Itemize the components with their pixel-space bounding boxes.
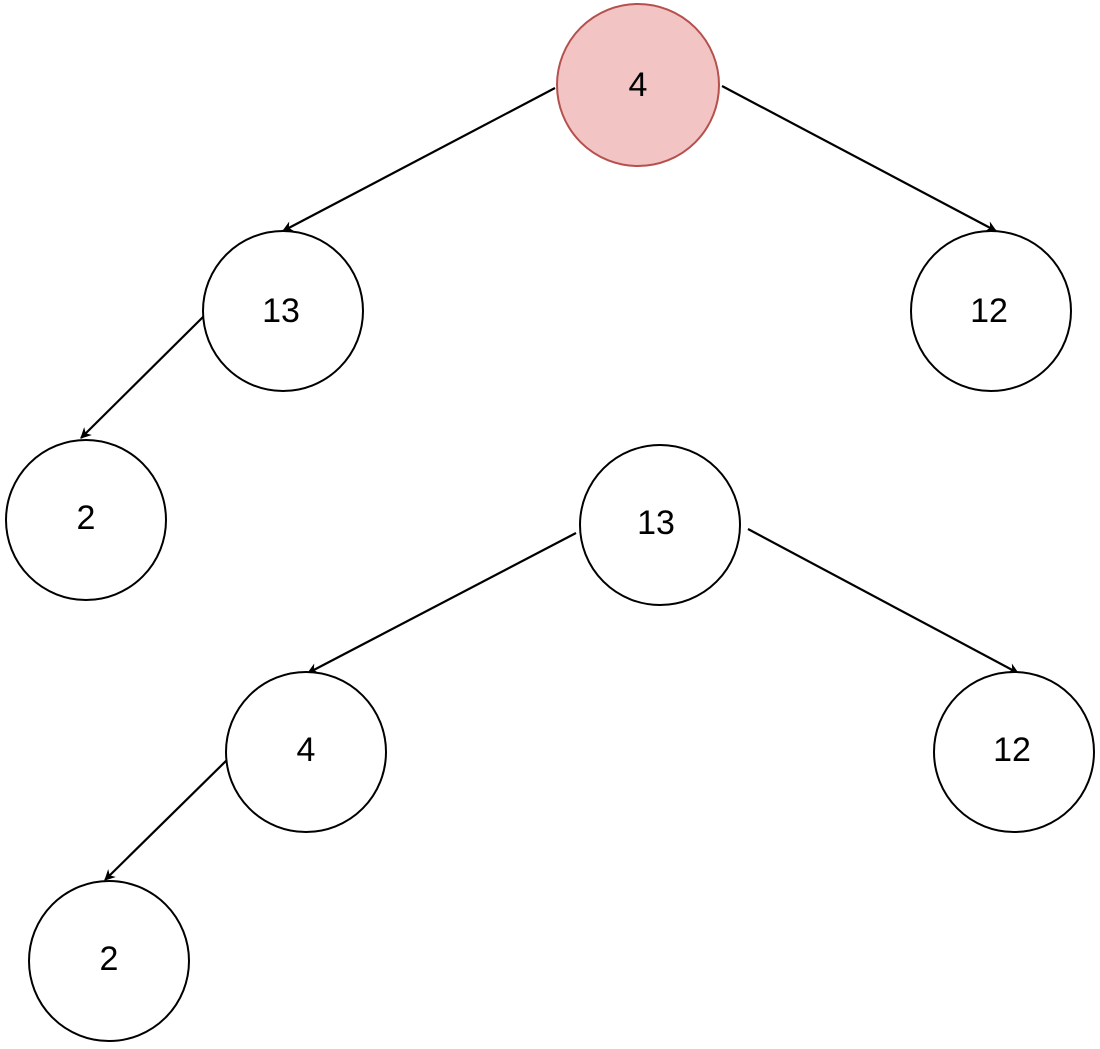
tree-node: 13 bbox=[202, 230, 364, 392]
tree-node: 12 bbox=[933, 671, 1095, 833]
tree-node: 4 bbox=[225, 671, 387, 833]
node-label: 4 bbox=[297, 731, 316, 769]
node-label: 12 bbox=[993, 731, 1031, 769]
node-circle bbox=[225, 671, 387, 833]
node-circle bbox=[202, 230, 364, 392]
edge-4-to-12 bbox=[721, 85, 997, 232]
node-label: 2 bbox=[100, 940, 119, 978]
node-circle bbox=[5, 439, 167, 601]
edge-13-to-4 bbox=[307, 532, 577, 674]
tree-after: 13 4 12 2 bbox=[28, 444, 1095, 1042]
tree-before: 4 13 12 2 bbox=[5, 3, 1072, 601]
node-circle bbox=[910, 230, 1072, 392]
node-label: 2 bbox=[77, 499, 96, 537]
node-label: 13 bbox=[262, 292, 300, 330]
edge-13-to-12 bbox=[747, 528, 1019, 674]
node-label: 12 bbox=[970, 292, 1008, 330]
node-circle bbox=[579, 444, 741, 606]
tree-node: 2 bbox=[5, 439, 167, 601]
tree-node: 4 bbox=[556, 3, 720, 167]
edge-13-to-2 bbox=[80, 315, 205, 439]
node-circle bbox=[28, 880, 190, 1042]
node-label: 4 bbox=[629, 66, 648, 104]
node-circle bbox=[933, 671, 1095, 833]
tree-node: 13 bbox=[579, 444, 741, 606]
highlighted-node-circle bbox=[556, 3, 720, 167]
tree-node: 12 bbox=[910, 230, 1072, 392]
tree-node: 2 bbox=[28, 880, 190, 1042]
edge-4-to-2 bbox=[104, 755, 232, 881]
edge-4-to-13 bbox=[282, 87, 556, 232]
node-label: 13 bbox=[637, 504, 675, 542]
